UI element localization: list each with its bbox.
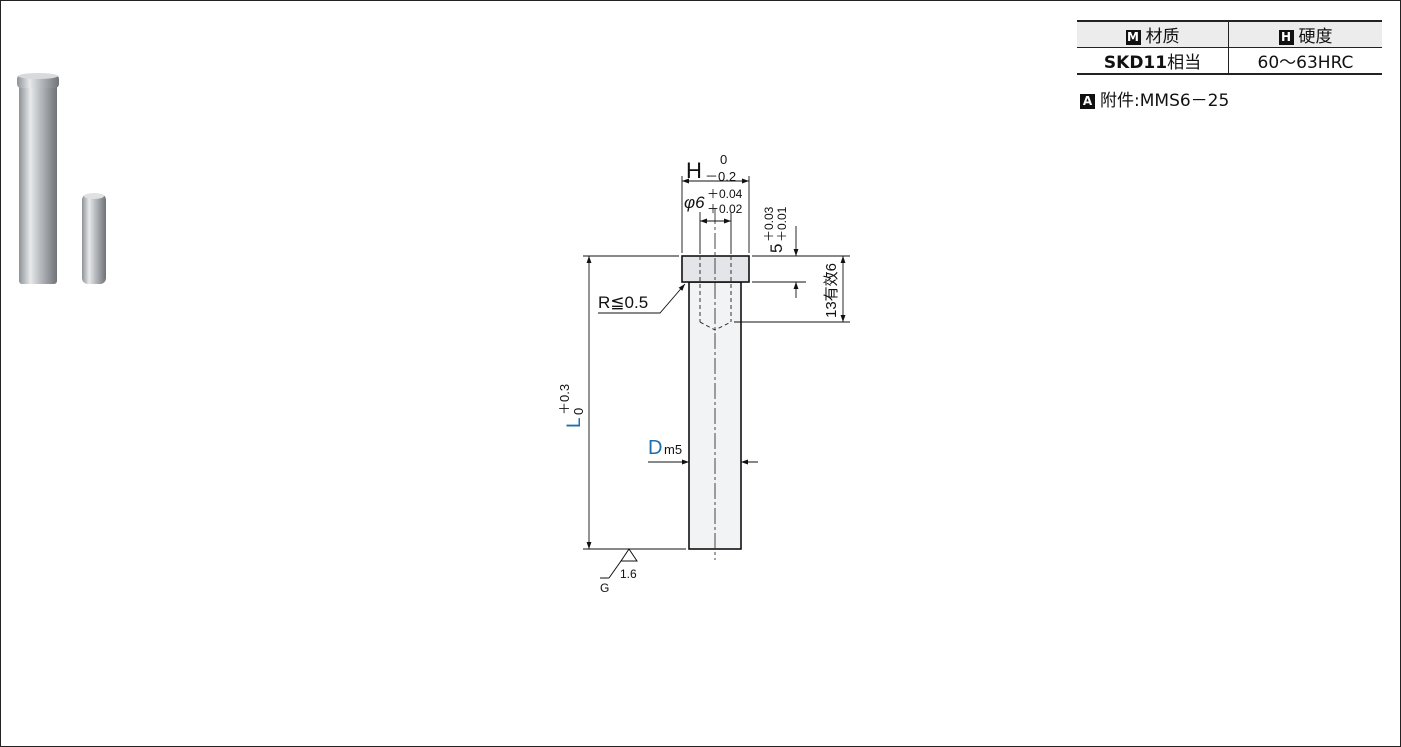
dim-counterbore-depth: 5 ＋0.03 ＋0.01 [762,206,789,253]
pin-outline [681,255,750,550]
material-value-code: SKD11 [1103,53,1168,73]
dim-length: L ＋0.3 0 [557,384,586,428]
dim-bore-upper: ＋0.04 [707,187,743,201]
dim-counterbore-value: 5 [767,244,786,253]
dim-length-upper: ＋0.3 [557,384,572,415]
dim-length-symbol: L [564,417,585,428]
dimension-lines [586,178,846,549]
material-value: SKD11相当 [1077,47,1229,75]
dim-diameter: D m5 [648,437,682,459]
dim-head-height-lower: －0.2 [705,169,736,184]
accessory-note: A 附件:MMS6－25 [1080,86,1229,111]
hardness-value: 60～63HRC [1228,47,1382,75]
pin-head [681,255,750,283]
accessory-badge: A [1080,94,1095,109]
spec-table: M 材质 H 硬度 SKD11相当 60～63HRC [1077,20,1382,75]
spec-header-row: M 材质 H 硬度 [1077,20,1382,48]
dim-head-height-symbol: H [686,158,702,183]
surface-roughness-symbol [600,548,638,579]
pin-photo-large [17,73,59,284]
accessory-sep: : [1134,91,1140,111]
material-header: M 材质 [1077,20,1229,48]
roughness-value: 1.6 [620,567,637,581]
dim-fillet: R≦0.5 [598,293,648,312]
dim-counterbore-lower: ＋0.01 [775,206,789,242]
dim-diameter-symbol: D [648,437,662,459]
dim-counterbore-upper: ＋0.03 [762,206,776,242]
spec-value-row: SKD11相当 60～63HRC [1077,47,1382,75]
material-value-suffix: 相当 [1167,53,1202,73]
dim-thread-depth: 13有效6 [823,263,840,318]
dim-bore-symbol: φ6 [684,193,705,212]
material-badge: M [1125,30,1141,45]
dim-bore: φ6 ＋0.04 ＋0.02 [684,187,743,216]
extension-lines [583,176,850,550]
hardness-header-label: 硬度 [1298,27,1333,47]
accessory-label: 附件 [1100,91,1134,111]
hardness-badge: H [1278,30,1294,45]
dim-length-lower: 0 [571,408,586,415]
dim-head-height-upper: 0 [720,152,727,167]
accessory-value: MMS6－25 [1139,91,1230,111]
material-header-label: 材质 [1145,27,1180,47]
dim-diameter-tolerance: m5 [664,442,682,457]
hardness-header: H 硬度 [1228,20,1382,48]
roughness-process: G [600,581,609,595]
dim-bore-lower: ＋0.02 [707,202,743,216]
pin-photo-small [82,193,106,284]
dim-head-height: H 0 －0.2 [686,152,736,184]
